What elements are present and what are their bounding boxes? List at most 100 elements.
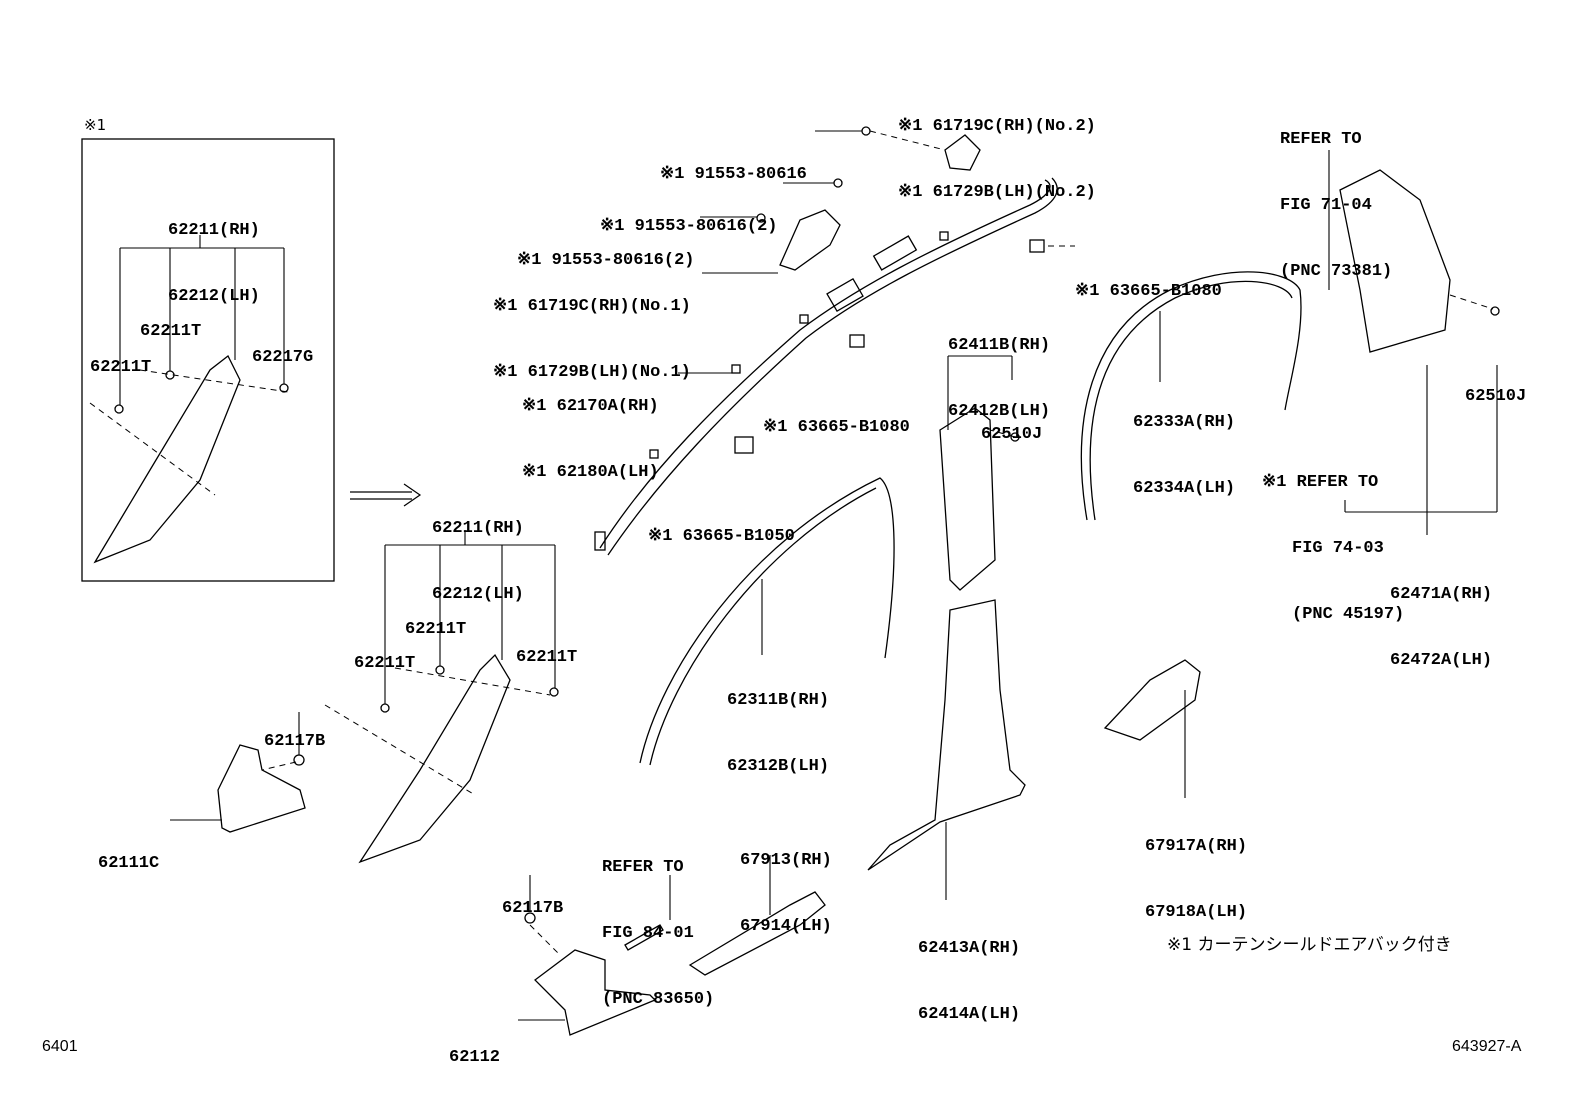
center-pillar-upper-garnish xyxy=(939,407,996,591)
front-pillar-garnish xyxy=(358,653,511,864)
reference-label: REFER TO xyxy=(602,858,684,877)
reference-label: REFER TO xyxy=(1280,130,1362,149)
callout-inset-clip-a: 62211T xyxy=(140,277,201,365)
curtain-airbag xyxy=(594,177,1058,556)
part-number-label: ※1 61719C(RH)(No.1) xyxy=(493,297,691,316)
part-number-label: ※1 63665-B1050 xyxy=(648,527,795,546)
part-number-label: 62211T xyxy=(516,648,578,667)
diagram-id: 643927-A xyxy=(1452,1038,1522,1055)
callout-airbag-bracket-no1: ※1 61719C(RH)(No.1) ※1 61729B(LH)(No.1) xyxy=(493,252,691,406)
part-number-label: ※1 62170A(RH) xyxy=(522,397,659,416)
callout-front-pillar-garnish: 62211(RH) 62212(LH) xyxy=(432,474,524,628)
callout-cowl-62111c: 62111C xyxy=(98,809,159,897)
callout-bolt-a: ※1 91553-80616 xyxy=(660,120,807,208)
part-number-label: ※1 91553-80616 xyxy=(660,165,807,184)
part-number-label: 62510J xyxy=(981,425,1043,444)
reference-label: FIG 74-03 xyxy=(1292,539,1384,558)
part-number-label: 62117B xyxy=(264,732,326,751)
part-number-label: 62413A(RH) xyxy=(918,939,1021,958)
rear-step-plate xyxy=(1103,659,1201,741)
part-number-label: 67914(LH) xyxy=(740,917,832,936)
part-number-label: ※1 63665-B1080 xyxy=(763,418,910,437)
reference-label: FIG 84-01 xyxy=(602,924,694,943)
part-number-label: 62414A(LH) xyxy=(918,1005,1021,1024)
weatherstrip-rear xyxy=(1080,271,1302,521)
transition-arrow xyxy=(350,483,422,507)
weatherstrip-front xyxy=(639,477,895,766)
cowl-side-trim xyxy=(217,744,306,833)
callout-cushion-b: ※1 63665-B1080 xyxy=(763,373,910,461)
front-step-plate xyxy=(688,891,826,976)
center-pillar-lower-garnish xyxy=(867,599,1026,871)
part-number-label: 62411B(RH) xyxy=(948,336,1051,355)
part-number-label: 67913(RH) xyxy=(740,851,832,870)
callout-clip-62211t-c: 62211T xyxy=(354,609,415,697)
callout-clip-62510j: 62510J xyxy=(981,380,1042,468)
part-number-label: 62333A(RH) xyxy=(1133,413,1236,432)
part-number-label: 62472A(LH) xyxy=(1390,651,1493,670)
dashed-guides xyxy=(89,130,1494,956)
callout-inset-clip-b: 62211T xyxy=(90,313,151,401)
callout-front-step-plate: 67913(RH) 67914(LH) xyxy=(740,806,832,960)
callout-clip-62117b-lower: 62117B xyxy=(502,854,563,942)
callout-center-pillar-lower: 62413A(RH) 62414A(LH) xyxy=(918,894,1020,1048)
callout-center-pillar-upper: 62411B(RH) 62412B(LH) xyxy=(948,291,1050,445)
callout-inset-pillar-garnish: 62211(RH) 62212(LH) xyxy=(168,176,260,330)
part-number-label: 62117B xyxy=(502,899,564,918)
part-number-label: 67917A(RH) xyxy=(1145,837,1248,856)
part-number-label: 62312B(LH) xyxy=(727,757,830,776)
part-number-label: 62211T xyxy=(140,322,202,341)
callout-cushion-a: ※1 63665-B1080 xyxy=(1075,237,1222,325)
inset-frame xyxy=(81,138,335,582)
inset-marker: ※1 xyxy=(84,116,107,134)
callout-clip-62510j-rear: 62510J xyxy=(1465,342,1526,430)
part-number-label: 62510J xyxy=(1465,387,1527,406)
part-number-label: ※1 91553-80616(2) xyxy=(517,251,695,270)
fasteners xyxy=(114,126,1500,924)
callout-rear-step-plate: 67917A(RH) 67918A(LH) xyxy=(1145,792,1247,946)
reference-label: FIG 71-04 xyxy=(1280,196,1372,215)
callout-inset-clip-c: 62217G xyxy=(252,303,313,391)
quarter-trim xyxy=(1339,169,1451,353)
part-number-label: 62217G xyxy=(252,348,314,367)
part-number-label: 62211T xyxy=(405,620,467,639)
part-number-label: ※1 61729B(LH)(No.2) xyxy=(898,183,1096,202)
footnote: ※1 カーテンシールドエアバック付き xyxy=(1167,935,1452,955)
callout-clip-62117b-upper: 62117B xyxy=(264,687,325,775)
part-number-label: 62112 xyxy=(449,1048,501,1067)
part-number-label: 62211T xyxy=(90,358,152,377)
callout-weatherstrip-rear: 62333A(RH) 62334A(LH) xyxy=(1133,368,1235,522)
callout-clip-62211t-a: 62211T xyxy=(405,575,466,663)
reference-label: ※1 REFER TO xyxy=(1262,473,1379,492)
part-number-label: 62471A(RH) xyxy=(1390,585,1493,604)
part-number-label: ※1 63665-B1080 xyxy=(1075,282,1222,301)
leader-lines xyxy=(119,130,1498,1021)
reference-label: (PNC 45197) xyxy=(1292,605,1405,624)
reference-label: (PNC 83650) xyxy=(602,990,715,1009)
page-number: 6401 xyxy=(42,1038,78,1055)
part-number-label: 62334A(LH) xyxy=(1133,479,1236,498)
part-number-label: ※1 91553-80616(2) xyxy=(600,217,778,236)
refer-pin xyxy=(624,924,664,951)
callout-weatherstrip-front: 62311B(RH) 62312B(LH) xyxy=(727,646,829,800)
callout-refer-74-03: ※1 REFER TO FIG 74-03 (PNC 45197) xyxy=(1262,428,1404,648)
part-number-label: 62111C xyxy=(98,854,160,873)
callout-curtain-airbag: ※1 62170A(RH) ※1 62180A(LH) xyxy=(522,352,659,506)
callout-bolt-b: ※1 91553-80616(2) xyxy=(600,172,777,260)
cowl-side-trim-lh xyxy=(534,949,657,1036)
inset-pillar-garnish xyxy=(93,355,241,564)
callout-quarter-trim: 62471A(RH) 62472A(LH) xyxy=(1390,540,1492,694)
part-number-label: 62211(RH) xyxy=(432,519,524,538)
callout-refer-71-04: REFER TO FIG 71-04 (PNC 73381) xyxy=(1280,85,1392,305)
part-number-label: ※1 61729B(LH)(No.1) xyxy=(493,363,691,382)
reference-label: (PNC 73381) xyxy=(1280,262,1393,281)
airbag-brackets xyxy=(779,134,981,271)
part-number-label: 62211(RH) xyxy=(168,221,260,240)
part-number-label: 67918A(LH) xyxy=(1145,903,1248,922)
callout-refer-84-01: REFER TO FIG 84-01 (PNC 83650) xyxy=(602,813,714,1033)
part-number-label: 62412B(LH) xyxy=(948,402,1051,421)
callout-airbag-bracket-no2: ※1 61719C(RH)(No.2) ※1 61729B(LH)(No.2) xyxy=(898,72,1096,226)
callout-bolt-c: ※1 91553-80616(2) xyxy=(517,206,694,294)
